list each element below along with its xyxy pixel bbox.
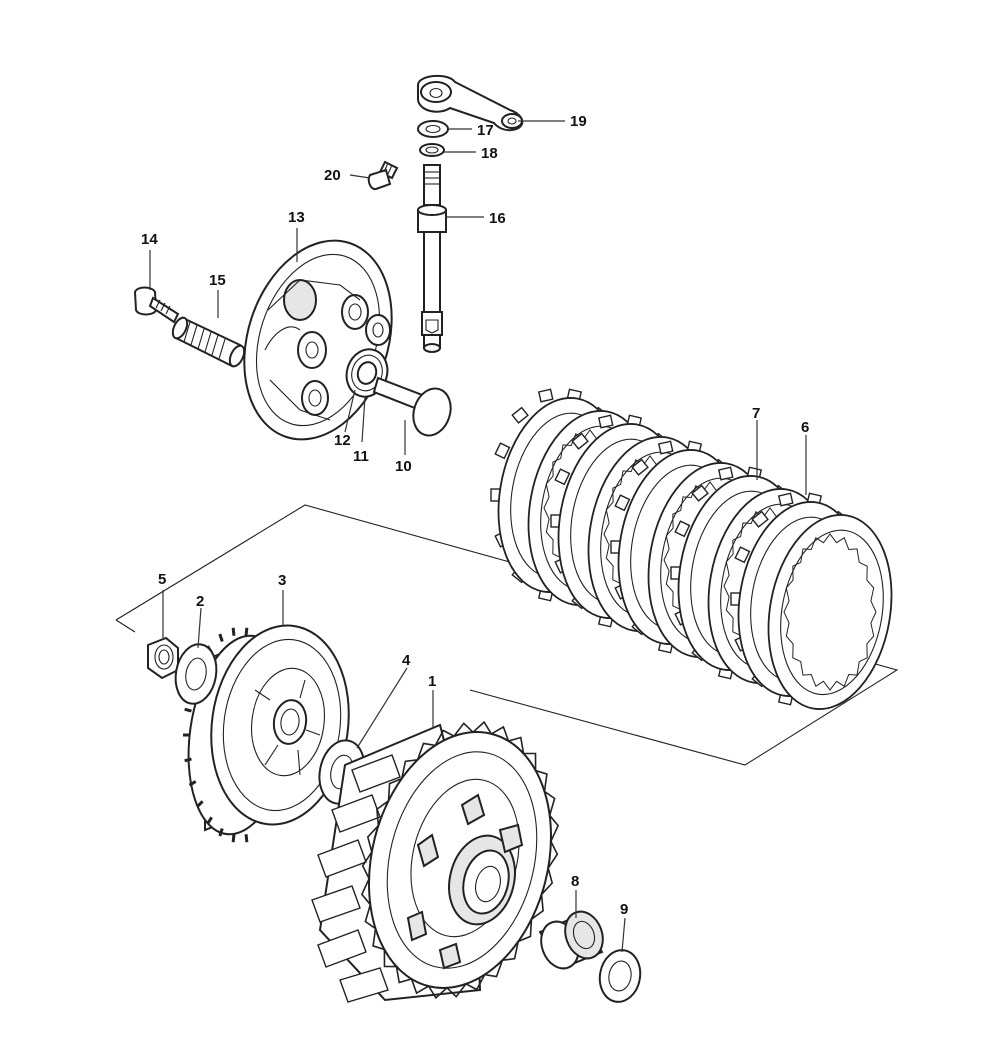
part-14-bolt <box>133 286 180 324</box>
label-part-6: 6 <box>801 419 809 436</box>
label-part-16: 16 <box>489 210 506 227</box>
part-8-bushing <box>538 910 604 970</box>
part-16-release-shaft <box>417 164 447 353</box>
label-part-18: 18 <box>481 145 498 162</box>
label-part-5: 5 <box>158 571 166 588</box>
label-part-19: 19 <box>570 113 587 130</box>
part-3-inner-hub <box>183 624 350 843</box>
label-part-12: 12 <box>334 432 351 449</box>
label-part-15: 15 <box>209 272 226 289</box>
label-part-20: 20 <box>324 167 341 184</box>
label-part-11: 11 <box>353 448 369 465</box>
part-number-labels: 19 17 18 20 16 13 14 15 12 11 10 7 6 5 2… <box>141 113 809 918</box>
part-10-push-rod <box>372 376 452 437</box>
part-19-release-lever <box>417 74 524 132</box>
part-17-washer <box>417 120 449 138</box>
part-18-o-ring <box>419 143 445 157</box>
part-9-washer <box>598 949 642 1003</box>
assembly-plane-outline <box>115 504 899 766</box>
part-5-nut <box>147 636 179 680</box>
label-part-3: 3 <box>278 572 286 589</box>
label-part-17: 17 <box>477 122 494 139</box>
label-part-13: 13 <box>288 209 305 226</box>
label-part-10: 10 <box>395 458 412 475</box>
label-part-14: 14 <box>141 231 158 248</box>
label-part-1: 1 <box>428 673 436 690</box>
part-20-bolt <box>367 160 399 191</box>
label-part-2: 2 <box>196 593 204 610</box>
part-13-pressure-plate <box>243 239 393 441</box>
label-part-8: 8 <box>571 873 579 890</box>
clutch-disc-stack <box>490 388 893 710</box>
part-1-clutch-basket <box>311 720 560 1003</box>
part-15-spring <box>171 316 246 368</box>
leader-lines <box>149 120 807 953</box>
label-part-4: 4 <box>402 652 411 669</box>
label-part-9: 9 <box>620 901 628 918</box>
steel-plate <box>767 514 893 710</box>
label-part-7: 7 <box>752 405 760 422</box>
part-2-washer <box>174 643 218 705</box>
